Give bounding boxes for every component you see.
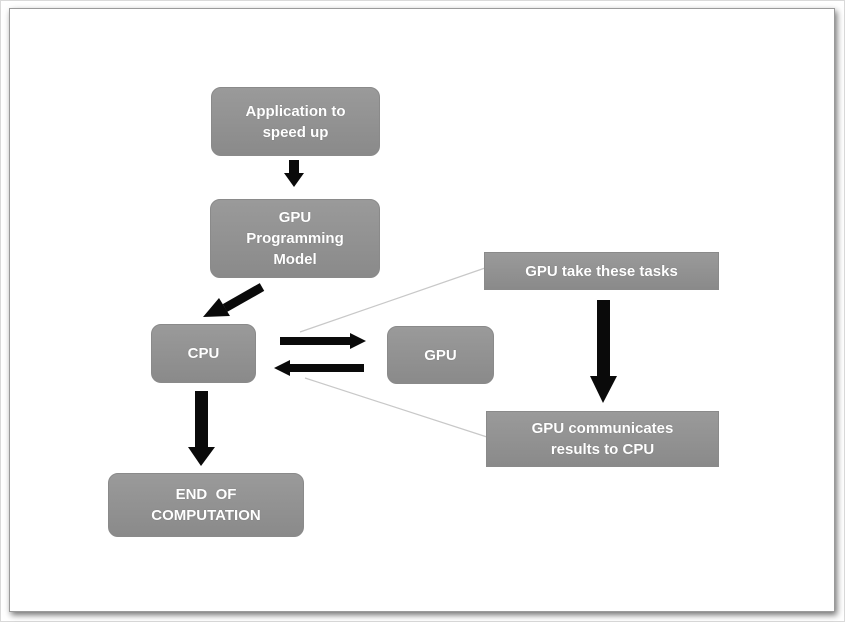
node-comm-line2: results to CPU xyxy=(550,441,655,458)
node-model-line3: Model xyxy=(273,251,317,268)
node-cpu: CPU xyxy=(151,324,256,383)
node-application-line2: speed up xyxy=(262,123,329,141)
node-end-line2: COMPUTATION xyxy=(151,507,261,524)
node-end-line1: END OF xyxy=(175,486,237,503)
node-gpu-tasks-label: GPU take these tasks xyxy=(525,262,678,280)
node-application: Application to speed up xyxy=(211,87,380,156)
node-gpu-label: GPU xyxy=(424,346,457,364)
node-end-of-computation: END OF COMPUTATION xyxy=(108,473,304,537)
node-model-line1: GPU xyxy=(278,209,312,226)
node-application-line1: Application to xyxy=(245,102,346,120)
node-gpu-take-tasks: GPU take these tasks xyxy=(484,252,719,290)
node-model-line2: Programming xyxy=(246,230,344,247)
node-comm-line1: GPU communicates xyxy=(531,420,674,437)
node-cpu-label: CPU xyxy=(187,345,220,362)
node-gpu: GPU xyxy=(387,326,494,384)
node-gpu-programming-model: GPU Programming Model xyxy=(210,199,380,278)
node-gpu-communicates: GPU communicates results to CPU xyxy=(486,411,719,467)
